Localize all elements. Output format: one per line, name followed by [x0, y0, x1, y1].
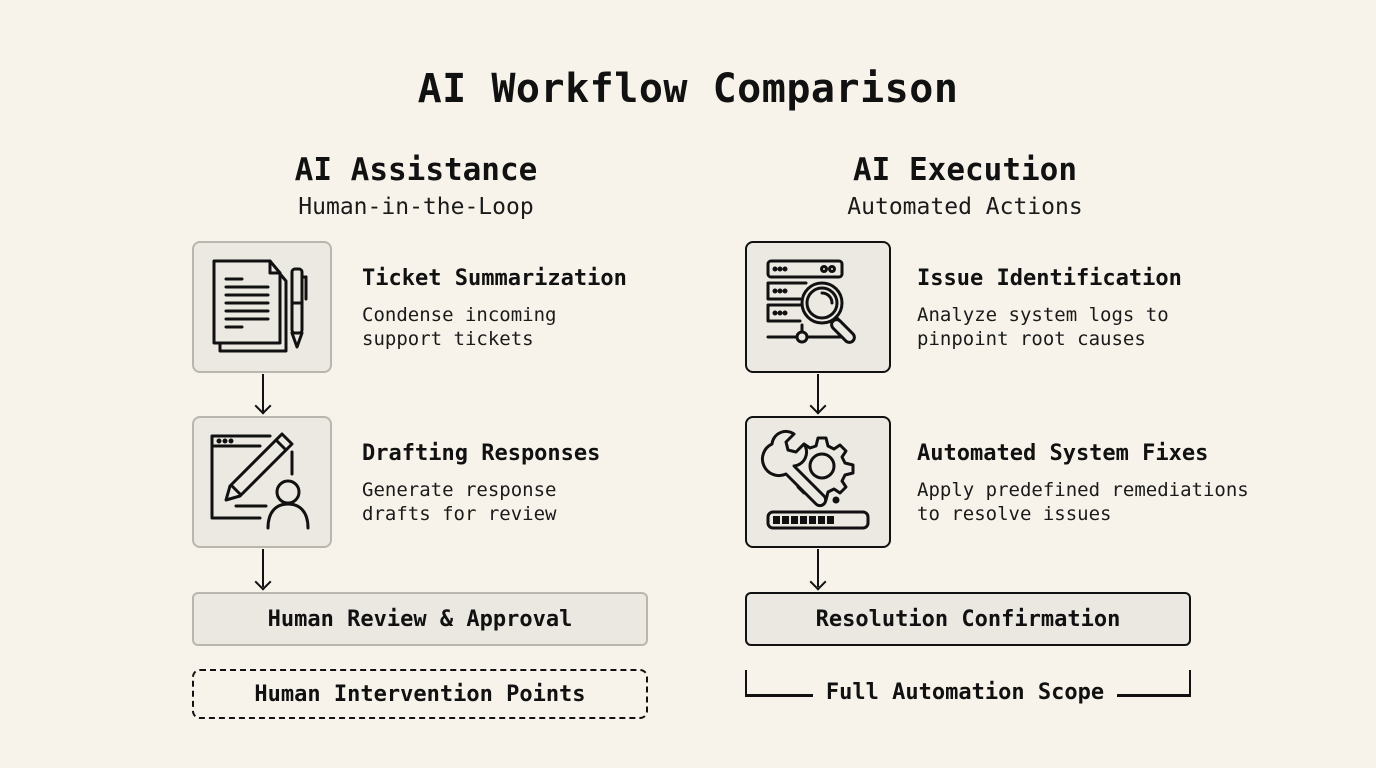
column-heading: AI Assistance	[294, 152, 538, 188]
flow-arrow-line	[817, 549, 819, 587]
final-step-box: Resolution Confirmation	[745, 592, 1191, 646]
step-title: Automated System Fixes	[917, 441, 1209, 466]
arrow-down-icon	[254, 573, 272, 591]
arrow-down-icon	[809, 573, 827, 591]
document-pen-icon	[212, 259, 308, 353]
server-magnifier-icon	[766, 259, 856, 344]
step-title: Issue Identification	[917, 266, 1182, 291]
scope-bracket-line-left	[745, 694, 813, 697]
flow-arrow-line	[262, 374, 264, 412]
step-description: Condense incoming support tickets	[362, 304, 557, 350]
step-description: Apply predefined remediations to resolve…	[917, 479, 1249, 525]
draft-editor-user-icon	[210, 432, 310, 530]
column-heading: AI Execution	[853, 152, 1077, 188]
scope-label-box: Human Intervention Points	[192, 669, 648, 719]
scope-label: Full Automation Scope	[825, 680, 1105, 705]
scope-bracket	[745, 670, 1191, 696]
step-title: Drafting Responses	[362, 441, 601, 466]
page-title: AI Workflow Comparison	[417, 66, 959, 112]
step-icon-box	[192, 241, 332, 373]
arrow-down-icon	[254, 397, 272, 415]
step-title: Ticket Summarization	[362, 266, 627, 291]
final-step-box: Human Review & Approval	[192, 592, 648, 646]
scope-bracket-line-right	[1117, 694, 1191, 697]
step-description: Generate response drafts for review	[362, 479, 557, 525]
step-icon-box	[745, 241, 891, 373]
step-icon-box	[745, 416, 891, 548]
column-subheading: Automated Actions	[847, 194, 1083, 220]
step-description: Analyze system logs to pinpoint root cau…	[917, 304, 1169, 350]
wrench-gear-progress-icon	[760, 429, 870, 530]
flow-arrow-line	[262, 549, 264, 587]
column-subheading: Human-in-the-Loop	[298, 194, 534, 220]
arrow-down-icon	[809, 397, 827, 415]
flow-arrow-line	[817, 374, 819, 412]
step-icon-box	[192, 416, 332, 548]
